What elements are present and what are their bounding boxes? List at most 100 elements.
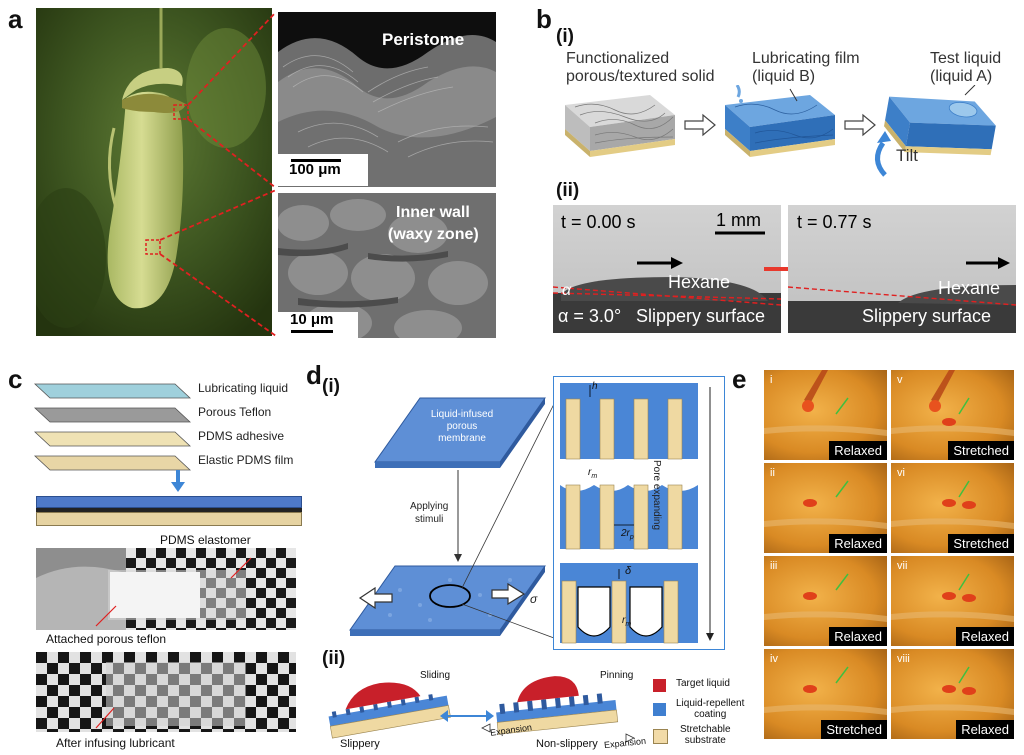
frame-roman-numeral: vii (897, 560, 908, 572)
delta-label: δ (625, 565, 632, 577)
frame-state-label: Stretched (948, 534, 1014, 553)
droplet-scene (764, 666, 887, 715)
step2-line2: (liquid B) (752, 68, 816, 85)
zoom-box-peristome (173, 104, 189, 120)
sigma-label: σ (530, 592, 538, 606)
frame-state-label: Relaxed (829, 441, 887, 460)
membrane-label: Liquid-infused porous membrane (430, 409, 494, 444)
sem-top-title: Peristome (382, 30, 464, 49)
legend-swatch-coating (653, 703, 666, 716)
slips-process-diagram (565, 85, 996, 177)
zoom-box-inner-wall (145, 239, 161, 255)
frame-state-label: Relaxed (829, 534, 887, 553)
non-slippery-label: Non-slippery (536, 738, 598, 750)
panel-e-label: e (732, 364, 747, 394)
arrow-2 (844, 113, 876, 137)
step1-line1: Functionalized (566, 50, 670, 67)
frame1-scale: 1 mm (716, 210, 761, 230)
pdms-photo (36, 548, 296, 630)
pinning-label: Pinning (600, 670, 634, 681)
step1-label: Functionalized porous/textured solid (566, 50, 715, 86)
pitcher-plant-photo (36, 8, 272, 336)
frame-roman-numeral: i (770, 374, 773, 386)
hexane-frame-1 (553, 205, 781, 333)
zoom-lines (159, 11, 277, 337)
panel-d-label: d (306, 360, 322, 390)
legend-coating-line1: Liquid-repellent (676, 698, 745, 709)
droplet-scene (764, 370, 887, 436)
tilted-test-block (884, 96, 996, 156)
step3-line2: (liquid A) (930, 68, 993, 85)
frame1-drop: Hexane (668, 272, 731, 292)
scale-bar-bottom (291, 330, 333, 333)
rm-label-2: rm (622, 615, 631, 628)
layer-4-label: Elastic PDMS film (198, 453, 294, 467)
legend-substrate-line1: Stretchable (680, 724, 731, 735)
legend-substrate-label: Stretchable substrate (680, 724, 731, 746)
panel-d-sub-i: (i) (322, 376, 340, 397)
two-rp-main: 2r (621, 528, 630, 539)
pore-zoom-panel (553, 376, 725, 650)
sem-bottom-scale-label: 10 μm (290, 311, 334, 328)
sliding-label: Sliding (420, 670, 451, 681)
photo1-top-label: PDMS elastomer (160, 533, 251, 547)
rm-sub-2: m (625, 621, 632, 628)
droplet-scene (891, 666, 1014, 715)
droplet-scene (891, 370, 1014, 436)
frame-state-label: Relaxed (829, 627, 887, 646)
porous-solid-block (565, 95, 675, 157)
panel-d-sub-ii: (ii) (322, 648, 346, 669)
legend-coating-line2: coating (694, 709, 727, 720)
step3-label: Test liquid (liquid A) (930, 50, 1001, 86)
droplet-scene (891, 480, 1014, 529)
layer-stack-diagram (33, 383, 192, 471)
two-rp-sub: p (629, 534, 634, 541)
rm-r-1: r (588, 467, 592, 478)
lubricated-block (725, 85, 835, 157)
frame-state-label: Stretched (821, 720, 887, 739)
frame2-time: t = 0.77 s (797, 212, 872, 232)
frame2-surface: Slippery surface (862, 306, 992, 326)
layer-1-label: Lubricating liquid (198, 381, 289, 395)
frame-roman-numeral: vi (897, 467, 905, 479)
panel-b-sub-ii: (ii) (556, 180, 580, 201)
slippery-label: Slippery (340, 738, 380, 750)
frame1-angle-symbol: α (562, 282, 572, 299)
droplet-scene (891, 573, 1014, 622)
scale-bar-top (291, 159, 341, 162)
droplet-scene (764, 480, 887, 529)
frame-roman-numeral: v (897, 374, 903, 386)
rm-sub-1: m (591, 473, 598, 480)
arrow-1 (684, 113, 716, 137)
tilt-label: Tilt (896, 146, 919, 165)
applying-line1: Applying (410, 501, 449, 512)
panel-a-label: a (8, 4, 23, 34)
legend-swatch-substrate (653, 729, 668, 744)
frame-state-label: Stretched (948, 441, 1014, 460)
frame2-drop: Hexane (938, 278, 1001, 298)
frame-state-label: Relaxed (956, 627, 1014, 646)
legend-target-label: Target liquid (676, 678, 730, 689)
sem-bottom-title1: Inner wall (396, 204, 470, 221)
step3-line1: Test liquid (930, 50, 1002, 67)
step2-line1: Lubricating film (752, 50, 860, 67)
panel-b-sub-i: (i) (556, 26, 574, 47)
frame1-angle: α = 3.0° (558, 306, 622, 326)
legend-substrate-line2: substrate (684, 735, 726, 746)
h-label: h (592, 381, 598, 392)
lubricant-photo (36, 652, 296, 732)
rm-r-2: r (622, 615, 626, 626)
two-rp-label: 2rp (621, 528, 634, 541)
sem-bottom-title2: (waxy zone) (388, 226, 479, 243)
rm-label-1: rm (588, 467, 597, 480)
frame-roman-numeral: ii (770, 467, 775, 479)
step1-line2: porous/textured solid (566, 68, 715, 85)
